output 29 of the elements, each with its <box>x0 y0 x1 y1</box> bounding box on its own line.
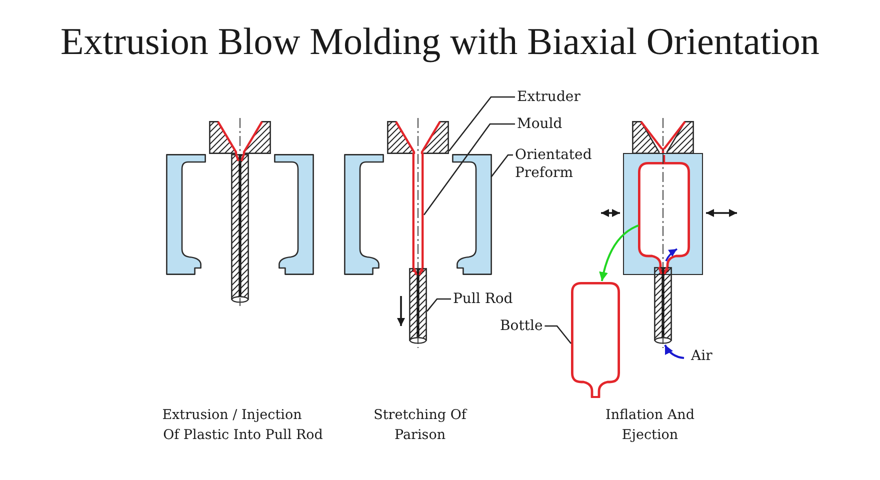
step-caption: Stretching Of Parison <box>372 406 468 445</box>
extruder-die <box>209 121 271 154</box>
part-label: Pull Rod <box>453 289 513 309</box>
pull-rod <box>231 154 249 303</box>
leader-line <box>490 154 513 178</box>
air-arrow <box>664 344 684 359</box>
mould-block <box>623 153 703 275</box>
mould-half <box>452 154 492 275</box>
diagram-title: Extrusion Blow Molding with Biaxial Orientation <box>60 20 820 64</box>
leader-line <box>423 123 515 216</box>
part-label: Orientated Preform <box>515 146 592 182</box>
leader-line <box>448 96 515 152</box>
part-label: Air <box>691 346 712 366</box>
pull-rod <box>409 268 427 344</box>
step-caption: Extrusion / Injection Of Plastic Into Pull Rod <box>161 406 324 445</box>
part-label: Bottle <box>500 316 543 336</box>
pull-rod <box>654 267 672 344</box>
mould-half <box>166 154 206 275</box>
bottle-outline <box>571 282 620 398</box>
extruder-die <box>387 121 449 154</box>
part-label: Mould <box>517 114 562 134</box>
ejection-arrow <box>599 224 639 282</box>
leader-line <box>544 325 572 344</box>
mould-half <box>274 154 314 275</box>
step-caption: Inflation And Ejection <box>604 406 696 445</box>
part-label: Extruder <box>517 87 580 107</box>
mould-half <box>344 154 384 275</box>
leader-line <box>426 298 451 312</box>
extruder-die <box>632 121 694 154</box>
